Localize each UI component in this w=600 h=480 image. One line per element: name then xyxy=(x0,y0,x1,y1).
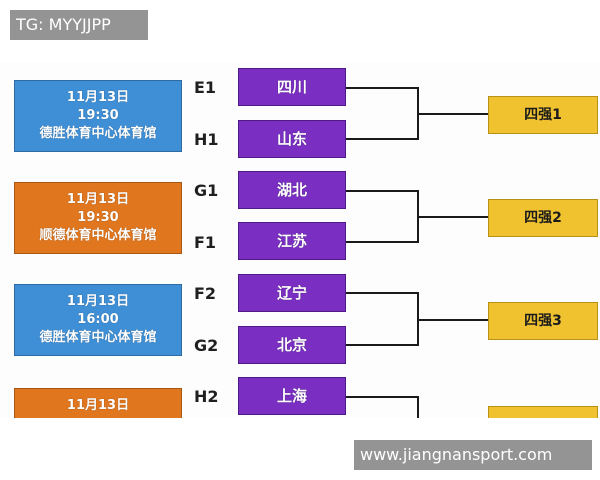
match-date: 11月13日 xyxy=(66,90,130,105)
bracket-line xyxy=(417,216,488,218)
team-box: 四川 xyxy=(238,68,346,106)
match-venue: 德胜体育中心体育馆 xyxy=(39,126,157,141)
watermark-bottom-right: www.jiangnansport.com xyxy=(354,440,592,470)
top4-box: 四强2 xyxy=(488,199,598,237)
team-box: 湖北 xyxy=(238,171,346,209)
bracket-line xyxy=(346,396,418,398)
seed-label: F1 xyxy=(194,233,217,252)
bracket-line xyxy=(346,138,418,140)
bracket-line xyxy=(417,319,488,321)
match-time: 19:30 xyxy=(77,108,119,123)
top4-box-partial xyxy=(488,406,598,418)
match-info-4: 11月13日 xyxy=(14,388,182,418)
bracket-line xyxy=(346,241,418,243)
match-date: 11月13日 xyxy=(66,398,130,413)
bracket-line xyxy=(346,344,418,346)
bracket-line xyxy=(346,292,418,294)
team-box: 上海 xyxy=(238,377,346,415)
seed-label: H2 xyxy=(194,387,219,406)
match-date: 11月13日 xyxy=(66,192,130,207)
bracket-line xyxy=(417,113,488,115)
match-time: 19:30 xyxy=(77,210,119,225)
match-info-1: 11月13日 19:30 德胜体育中心体育馆 xyxy=(14,80,182,152)
team-box: 北京 xyxy=(238,326,346,364)
bracket-line xyxy=(346,87,418,89)
seed-label: F2 xyxy=(194,284,217,303)
top4-box: 四强1 xyxy=(488,96,598,134)
match-venue: 顺德体育中心体育馆 xyxy=(39,228,157,243)
seed-label: E1 xyxy=(194,78,217,97)
match-venue: 德胜体育中心体育馆 xyxy=(39,330,157,345)
seed-label: G2 xyxy=(194,336,219,355)
top4-box: 四强3 xyxy=(488,302,598,340)
bracket-line xyxy=(346,190,418,192)
bracket-area: 11月13日 19:30 德胜体育中心体育馆 11月13日 19:30 顺德体育… xyxy=(0,62,600,418)
team-box: 山东 xyxy=(238,120,346,158)
watermark-top-left: TG: MYYJJPP xyxy=(10,10,148,40)
match-info-3: 11月13日 16:00 德胜体育中心体育馆 xyxy=(14,284,182,356)
seed-label: H1 xyxy=(194,130,219,149)
team-box: 辽宁 xyxy=(238,274,346,312)
match-time: 16:00 xyxy=(77,312,119,327)
match-info-2: 11月13日 19:30 顺德体育中心体育馆 xyxy=(14,182,182,254)
bracket-line xyxy=(417,396,419,418)
seed-label: G1 xyxy=(194,181,219,200)
team-box: 江苏 xyxy=(238,222,346,260)
match-date: 11月13日 xyxy=(66,294,130,309)
